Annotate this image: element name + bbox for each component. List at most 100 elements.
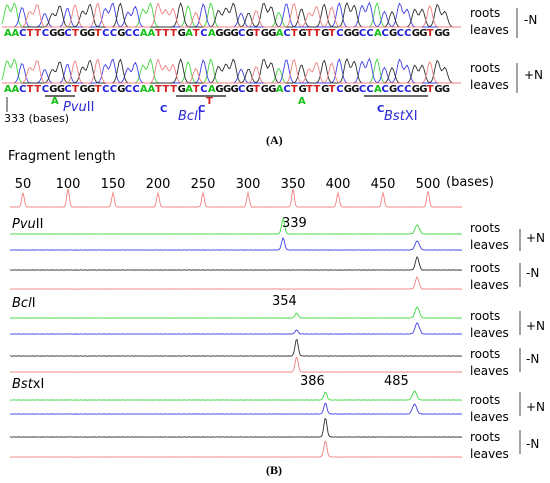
top-seq-base: G — [389, 28, 398, 39]
g3-leaves-plus: leaves — [470, 410, 509, 424]
ladder-tick-label: 250 — [191, 177, 216, 192]
top-seq-base: T — [253, 28, 260, 39]
label-leaves-top: leaves — [470, 23, 509, 37]
top-seq-base: C — [132, 28, 140, 39]
mutation-base-1: A — [51, 96, 59, 107]
top-seq-base: G — [419, 28, 428, 39]
bottom-seq-base: C — [238, 84, 246, 95]
bottom-seq-base: G — [87, 84, 96, 95]
bottom-seq-base: A — [185, 84, 193, 95]
ladder-tick-label: 300 — [236, 177, 261, 192]
bottom-seq-base: G — [222, 84, 232, 95]
top-seq-base: C — [41, 28, 50, 39]
ladder-trace — [9, 188, 463, 208]
bottom-seq-base: C — [64, 84, 72, 95]
bottom-seq-base: G — [56, 84, 66, 95]
bottom-seq-base: G — [419, 84, 428, 95]
bottom-seq-base: T — [71, 84, 79, 95]
trace-bcli-2 — [9, 338, 463, 357]
top-seq-base: T — [170, 28, 177, 39]
bottom-seq-base: C — [381, 84, 389, 95]
trace-bstxi-1 — [9, 403, 463, 415]
top-seq-base: T — [313, 28, 321, 39]
bottom-seq-base: G — [245, 84, 254, 95]
panel-a-bottom-trace-t — [2, 58, 461, 84]
top-seq-base: C — [238, 28, 246, 39]
trace-bstxi-0 — [9, 390, 463, 401]
mutation-base-6: C — [377, 104, 385, 115]
bottom-seq-base: A — [11, 84, 20, 95]
bottom-seq-base: T — [34, 84, 42, 95]
fragment-length-title: Fragment length — [8, 149, 116, 164]
trace-bcli-0 — [9, 306, 463, 319]
top-seq-base: C — [283, 28, 291, 39]
top-seq-base: G — [434, 28, 443, 39]
base-position-label: 333 (bases) — [4, 112, 70, 125]
bottom-seq-base: G — [177, 84, 186, 95]
top-seq-base: T — [290, 28, 298, 39]
top-seq-base: T — [192, 28, 200, 39]
trace-bcli-1 — [9, 322, 463, 335]
top-seq-base: A — [139, 28, 148, 39]
g3-leaves-minus: leaves — [470, 447, 509, 461]
caption-a: (A) — [266, 133, 283, 147]
top-seq-base: C — [358, 28, 367, 39]
top-seq-base: C — [336, 28, 344, 39]
bottom-seq-base: C — [283, 84, 291, 95]
peak-label-339: 339 — [282, 216, 307, 231]
top-seq-base: G — [117, 28, 126, 39]
top-seq-base: G — [321, 28, 330, 39]
bottom-seq-base: T — [155, 84, 162, 95]
top-seq-base: C — [64, 28, 72, 39]
ladder-tick-label: 50 — [15, 177, 32, 192]
g2-leaves-minus: leaves — [470, 364, 509, 378]
bottom-seq-base: G — [351, 84, 360, 95]
top-seq-base: A — [147, 28, 156, 39]
panel-a-top-trace-t — [2, 2, 461, 28]
bottom-seq-base: C — [124, 84, 133, 95]
bottom-seq-base: G — [49, 84, 58, 95]
top-seq-base: T — [306, 28, 313, 39]
top-seq-base: G — [268, 28, 277, 39]
top-seq-base: G — [411, 28, 420, 39]
bottom-seq-base: G — [260, 84, 269, 95]
top-seq-base: T — [71, 28, 79, 39]
trace-pvuii-0 — [9, 217, 463, 235]
bottom-seq-base: C — [358, 84, 367, 95]
bottom-seq-base: T — [253, 84, 260, 95]
bottom-seq-base: T — [426, 84, 434, 95]
bottom-seq-base: A — [373, 84, 382, 95]
top-seq-base: T — [94, 28, 102, 39]
bottom-seq-base: T — [162, 84, 170, 95]
g1-roots-plus: roots — [470, 221, 501, 235]
bottom-seq-base: C — [200, 84, 208, 95]
top-seq-base: T — [26, 28, 34, 39]
label-leaves-bottom: leaves — [470, 78, 509, 92]
top-seq-base: C — [19, 28, 27, 39]
label-treatment-top: -N — [524, 13, 538, 27]
peak-label-354: 354 — [272, 294, 297, 309]
enzyme-label-pvuii: PvuII — [63, 100, 95, 115]
trace-bcli-3 — [9, 356, 463, 373]
bottom-seq-base: G — [230, 84, 239, 95]
enzyme-title-bcli: BclI — [12, 296, 36, 311]
bottom-seq-base: A — [207, 84, 216, 95]
label-roots-bottom: roots — [470, 61, 501, 75]
bottom-seq-base: T — [313, 84, 321, 95]
bottom-seq-base: A — [147, 84, 156, 95]
g1-treatment-plus: +N — [526, 231, 546, 245]
mutation-base-3: C — [198, 104, 206, 115]
bottom-seq-base: G — [215, 84, 224, 95]
g1-roots-minus: roots — [470, 261, 501, 275]
top-seq-base: A — [373, 28, 382, 39]
top-seq-base: C — [381, 28, 389, 39]
bottom-seq-base: A — [139, 84, 148, 95]
caption-b: (B) — [266, 463, 282, 477]
g2-treatment-minus: -N — [526, 352, 540, 366]
ladder-tick-label: 150 — [101, 177, 126, 192]
mutation-base-2: C — [160, 104, 168, 115]
top-seq-base: G — [215, 28, 224, 39]
ladder-tick-label: 200 — [146, 177, 171, 192]
